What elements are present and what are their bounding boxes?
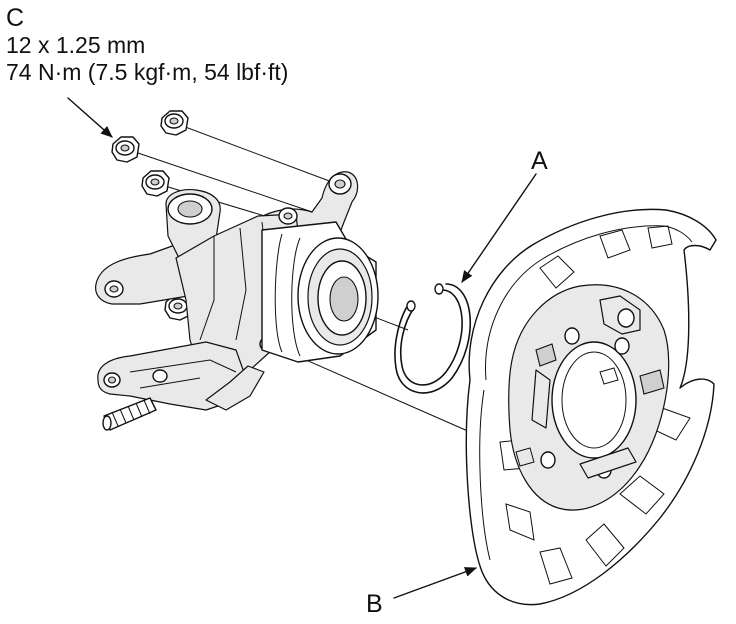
- hub-bearing: [261, 221, 379, 363]
- splash-shield: [465, 208, 717, 606]
- callout-b-letter: B: [366, 590, 383, 618]
- callout-b-leader: [393, 567, 477, 599]
- flange-nut-lower: [164, 294, 193, 321]
- snap-ring: [394, 283, 471, 394]
- stud: [102, 397, 157, 431]
- flange-nut-top: [160, 110, 189, 136]
- callout-a-leader: [461, 173, 537, 283]
- callout-c-leader: [67, 97, 113, 138]
- callout-c-torque: 74 N·m (7.5 kgf·m, 54 lbf·ft): [6, 59, 288, 85]
- flange-nut-c: [111, 136, 140, 163]
- callout-a-letter: A: [531, 147, 548, 175]
- flange-nut-middle: [141, 170, 170, 197]
- callout-c-letter: C: [6, 4, 24, 32]
- callout-c-size: 12 x 1.25 mm: [6, 32, 145, 58]
